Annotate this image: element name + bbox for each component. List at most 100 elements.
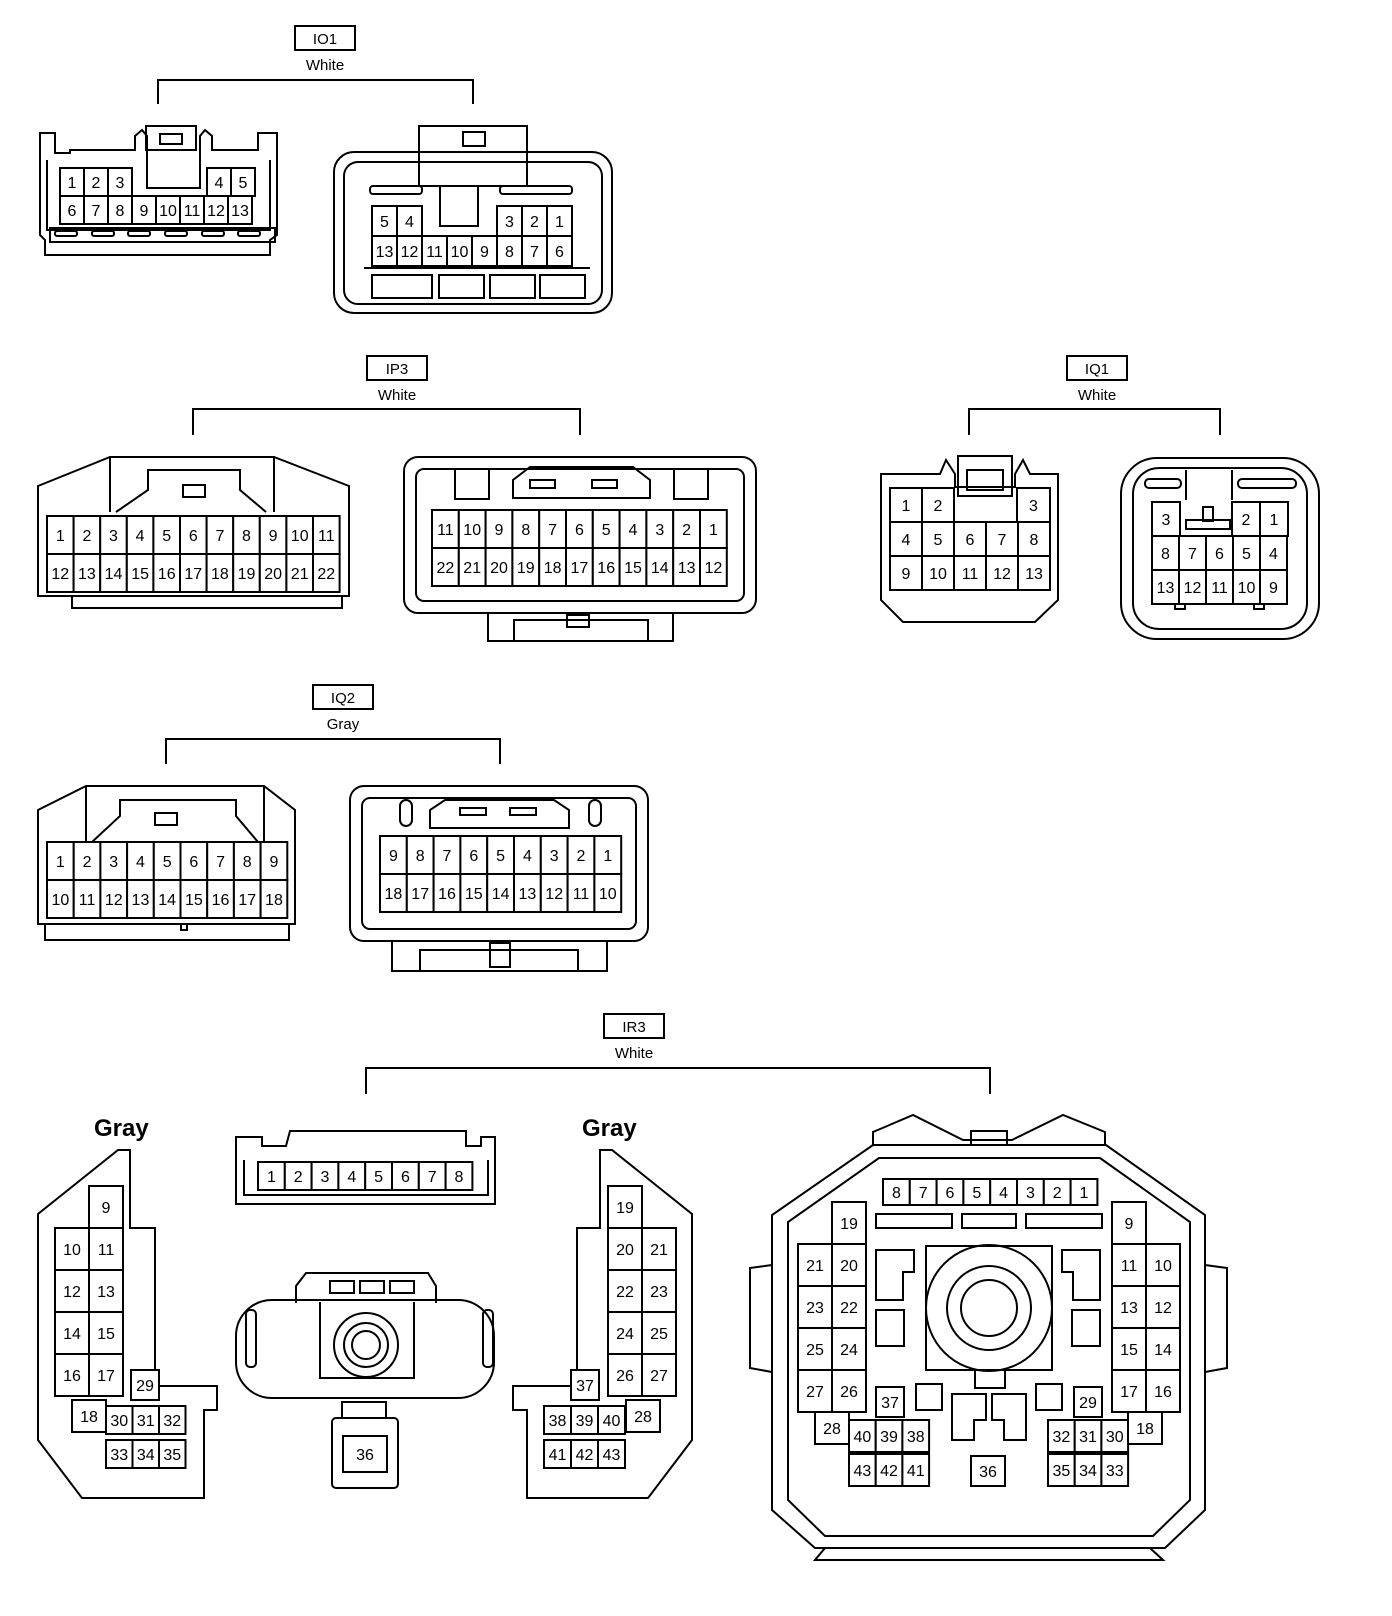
pin-number: 31 (1079, 1429, 1097, 1446)
pin-number: 38 (907, 1429, 925, 1446)
pin-cell: 32 (158, 1405, 187, 1435)
pin-number: 9 (140, 203, 149, 220)
connector-color-io1: White (305, 57, 345, 74)
pin-cell: 3 (107, 167, 133, 197)
pin-number: 11 (79, 892, 96, 909)
pin-number: 10 (1238, 580, 1256, 597)
pin-cell: 3 (1151, 501, 1181, 537)
pin-cell: 23 (797, 1285, 833, 1329)
pin-number: 19 (517, 560, 535, 577)
io1-a-body (39, 125, 278, 256)
bracket-iq1 (968, 408, 1221, 435)
pin-cell: 9 (484, 509, 514, 549)
pin-cell: 21 (285, 553, 314, 593)
pin-cell: 9 (1259, 569, 1288, 605)
pin-cell: 11 (431, 509, 460, 549)
pin-number: 2 (1053, 1185, 1062, 1202)
pin-cell: 12 (1145, 1285, 1181, 1329)
pin-cell: 13 (1151, 569, 1180, 605)
pin-number: 17 (238, 892, 256, 909)
pin-cell: 10 (921, 555, 955, 591)
pin-cell: 18 (205, 553, 235, 593)
pin-cell: 16 (206, 879, 235, 919)
pin-number: 1 (56, 528, 65, 545)
pin-cell: 12 (985, 555, 1019, 591)
pin-cell: 10 (46, 879, 75, 919)
pin-cell: 3 (99, 515, 128, 555)
pin-number: 8 (1161, 546, 1170, 563)
pin-cell: 30 (105, 1405, 134, 1435)
pin-number: 4 (999, 1185, 1008, 1202)
pin-cell: 7 (985, 521, 1019, 557)
pin-number: 5 (496, 848, 505, 865)
pin-cell: 39 (570, 1405, 599, 1435)
pin-number: 16 (212, 892, 230, 909)
pin-cell: 1 (546, 205, 573, 237)
pin-number: 27 (650, 1368, 668, 1385)
pin-number: 29 (136, 1378, 154, 1395)
pin-number: 16 (597, 560, 615, 577)
pin-number: 13 (97, 1284, 115, 1301)
pin-cell: 2 (1231, 501, 1261, 537)
ir3-full-body (749, 1113, 1228, 1561)
pin-number: 26 (616, 1368, 634, 1385)
connector-id-io1: IO1 (294, 25, 356, 51)
pin-number: 28 (823, 1421, 841, 1438)
connector-id-ip3: IP3 (366, 355, 428, 381)
pin-cell: 13 (88, 1269, 124, 1313)
pin-number: 13 (519, 886, 537, 903)
pin-cell: 11 (953, 555, 987, 591)
pin-cell: 21 (797, 1243, 833, 1287)
pin-cell: 11 (72, 879, 102, 919)
pin-number: 17 (97, 1368, 115, 1385)
pin-cell: 7 (205, 515, 235, 555)
pin-cell: 9 (379, 835, 408, 875)
pin-cell: 7 (521, 235, 548, 267)
pin-cell: 4 (989, 1178, 1019, 1206)
pin-number: 25 (806, 1342, 824, 1359)
pin-cell: 13 (1111, 1285, 1147, 1329)
pin-number: 22 (840, 1300, 858, 1317)
pin-cell: 1 (46, 515, 75, 555)
pin-cell: 6 (953, 521, 987, 557)
pin-cell: 25 (641, 1311, 677, 1355)
pin-number: 14 (63, 1326, 81, 1343)
pin-number: 8 (416, 848, 425, 865)
pin-cell: 22 (431, 547, 460, 587)
pin-cell: 5 (152, 515, 181, 555)
pin-number: 21 (650, 1242, 668, 1259)
pin-number: 18 (265, 892, 283, 909)
pin-cell: 20 (831, 1243, 867, 1287)
pin-number: 11 (98, 1242, 115, 1259)
pin-cell: 9 (471, 235, 498, 267)
pin-cell: 4 (396, 205, 423, 237)
pin-number: 1 (1270, 512, 1279, 529)
pin-cell: 9 (889, 555, 923, 591)
pin-number: 20 (490, 560, 508, 577)
pin-number: 13 (132, 892, 150, 909)
pin-number: 1 (56, 854, 65, 871)
pin-number: 17 (184, 566, 202, 583)
pin-cell: 8 (405, 835, 435, 875)
pin-number: 2 (1242, 512, 1251, 529)
pin-cell: 4 (125, 515, 155, 555)
pin-cell: 22 (312, 553, 341, 593)
pin-number: 9 (1269, 580, 1278, 597)
pin-cell: 12 (396, 235, 423, 267)
pin-cell: 26 (831, 1369, 867, 1413)
pin-cell: 21 (641, 1227, 677, 1271)
pin-number: 8 (892, 1185, 901, 1202)
pin-number: 8 (243, 854, 252, 871)
pin-number: 11 (1121, 1258, 1138, 1275)
connector-color-iq1: White (1077, 387, 1117, 404)
pin-number: 13 (678, 560, 696, 577)
pin-cell: 9 (131, 195, 157, 225)
pin-number: 10 (291, 528, 309, 545)
pin-number: 9 (495, 522, 504, 539)
pin-number: 1 (1080, 1185, 1089, 1202)
pin-number: 4 (1269, 546, 1278, 563)
pin-cell: 10 (1145, 1243, 1181, 1287)
pin-number: 19 (840, 1216, 858, 1233)
pin-number: 40 (603, 1413, 621, 1430)
